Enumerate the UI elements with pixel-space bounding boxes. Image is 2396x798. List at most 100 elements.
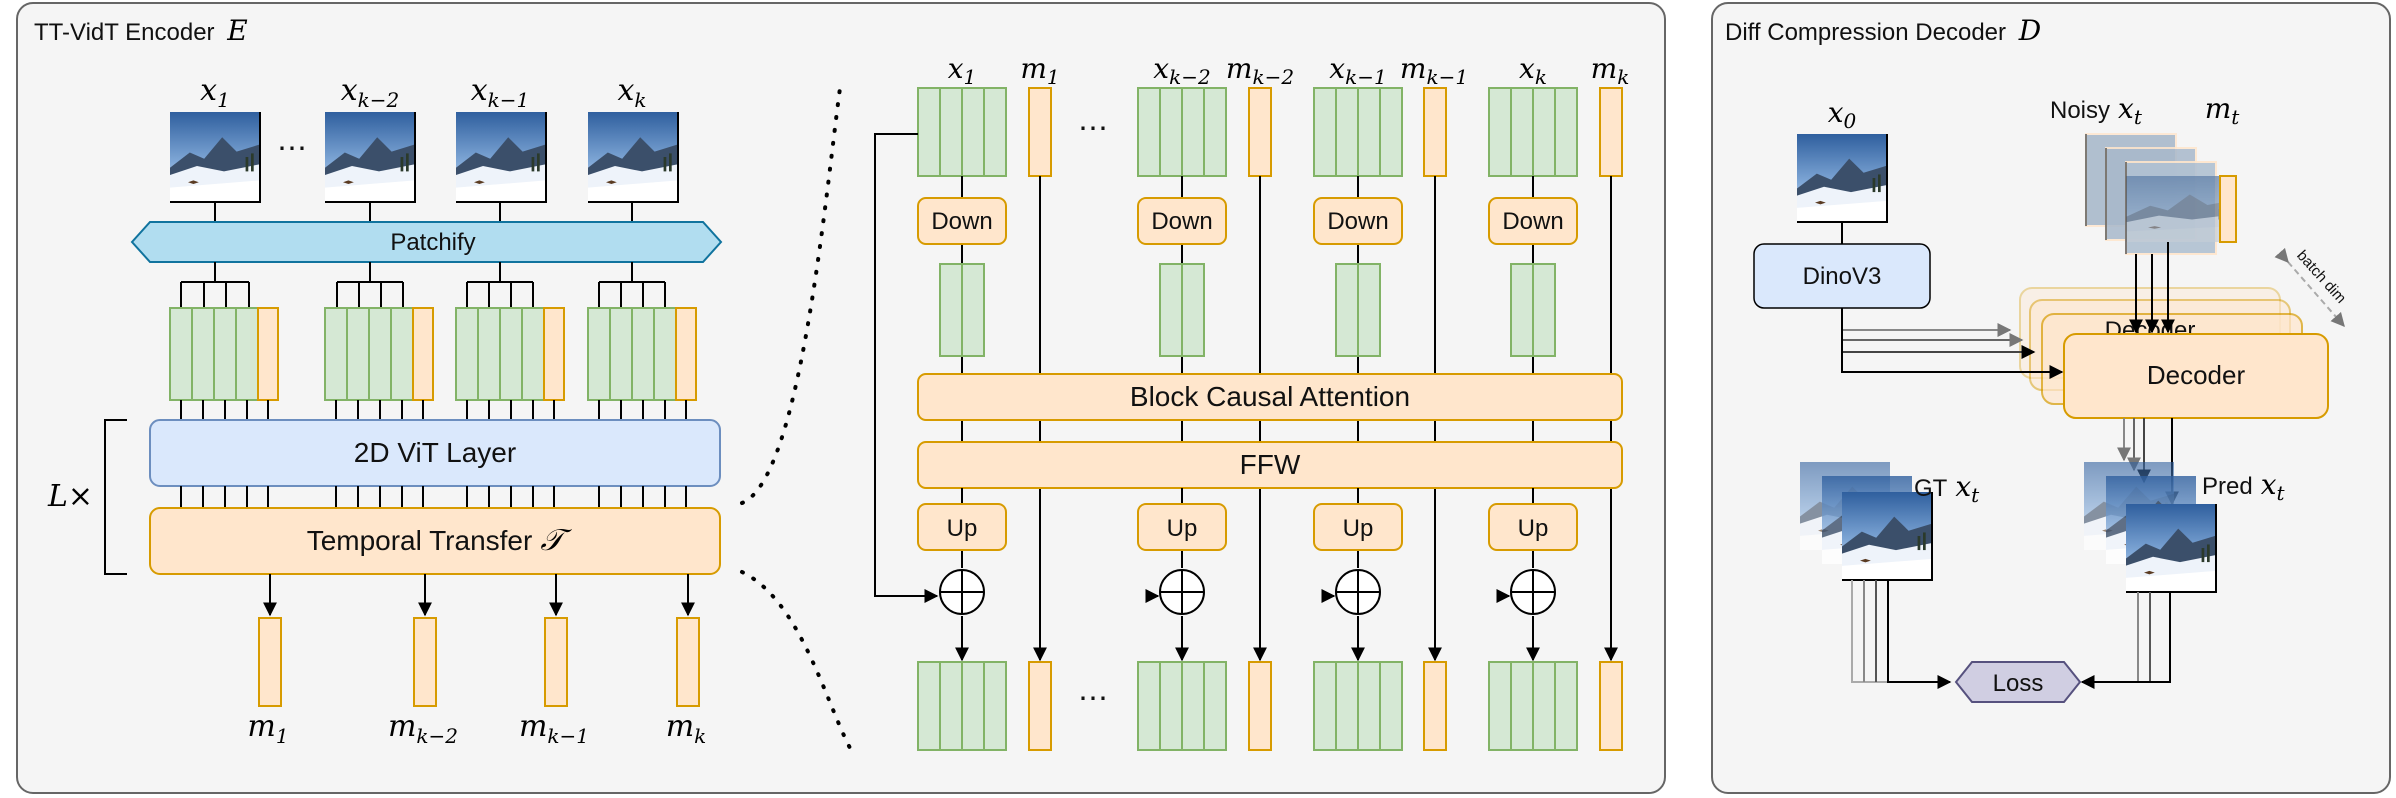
add-icon bbox=[1335, 569, 1381, 615]
encoder-panel bbox=[16, 2, 1666, 794]
encoder-panel-title: TT-VidT Encoder E bbox=[34, 14, 248, 47]
output-memory-token bbox=[1248, 661, 1272, 751]
patchify-label: Patchify bbox=[390, 229, 475, 256]
output-memory-token bbox=[413, 617, 437, 707]
output-label: mk bbox=[666, 709, 707, 748]
ffw-block: FFW bbox=[917, 441, 1623, 489]
loss-block: Loss bbox=[1954, 661, 2082, 703]
video-frame-image bbox=[170, 112, 260, 202]
block-causal-attention: Block Causal Attention bbox=[917, 373, 1623, 421]
token-group bbox=[587, 307, 677, 401]
repeat-bracket: L× bbox=[47, 419, 127, 575]
frame-label: xk−1 bbox=[471, 73, 530, 112]
patch-brackets bbox=[180, 262, 666, 308]
down-label: Down bbox=[1151, 208, 1212, 235]
up-blocks: Up Up Up Up bbox=[917, 503, 1578, 551]
detail-m-label: mk−2 bbox=[1226, 52, 1294, 89]
zoom-connector-top bbox=[740, 86, 842, 505]
residual-connection bbox=[874, 133, 939, 603]
gt-frame-image bbox=[1842, 492, 1932, 580]
detail-labels: x1 m1 xk−2 mk−2 xk−1 mk−1 xk mk bbox=[948, 52, 1630, 89]
video-frame-image bbox=[456, 112, 546, 202]
detail-x-label: x1 bbox=[948, 52, 977, 89]
input-memory-token bbox=[1599, 87, 1623, 177]
decoder-label: Decoder bbox=[2147, 360, 2246, 390]
ffw-label: FFW bbox=[1240, 449, 1301, 480]
up-label: Up bbox=[1343, 515, 1374, 542]
output-label: m1 bbox=[247, 709, 288, 748]
down-label: Down bbox=[931, 208, 992, 235]
vit-layer-label: 2D ViT Layer bbox=[354, 437, 516, 468]
output-memory-token bbox=[1028, 661, 1052, 751]
detail-input-tokens bbox=[917, 87, 1623, 177]
patchify-block: Patchify bbox=[130, 221, 723, 263]
decoder-panel-title: Diff Compression Decoder D bbox=[1725, 14, 2041, 47]
attention-label: Block Causal Attention bbox=[1130, 381, 1410, 412]
input-token-group bbox=[1137, 87, 1227, 177]
input-memory-token bbox=[1423, 87, 1447, 177]
detail-output-tokens bbox=[917, 661, 1623, 751]
output-memory-token bbox=[544, 617, 568, 707]
frames-ellipsis: ⋯ bbox=[277, 132, 307, 165]
noisy-memory-token bbox=[2219, 175, 2237, 243]
up-label: Up bbox=[1167, 515, 1198, 542]
loss-label: Loss bbox=[1993, 670, 2044, 697]
pred-frame-image bbox=[2126, 504, 2216, 592]
gt-frame-stack bbox=[1800, 462, 1933, 581]
output-memory-token bbox=[258, 617, 282, 707]
dinov3-label: DinoV3 bbox=[1803, 263, 1882, 290]
detail-x-label: xk bbox=[1519, 52, 1547, 89]
encoder-frame-labels: x1 xk−2 xk−1 xk bbox=[200, 73, 646, 112]
detail-m-label: m1 bbox=[1020, 52, 1059, 89]
detail-bottom-ellipsis: ⋯ bbox=[1078, 682, 1108, 715]
output-memory-token bbox=[1599, 661, 1623, 751]
input-frame-image bbox=[1797, 134, 1887, 222]
decoder-input-label: x0 bbox=[1828, 96, 1857, 133]
input-token-group bbox=[1313, 87, 1403, 177]
dinov3-block: DinoV3 bbox=[1753, 243, 1931, 309]
output-memory-token bbox=[1423, 661, 1447, 751]
memory-token bbox=[257, 307, 279, 401]
up-label: Up bbox=[947, 515, 978, 542]
down-blocks: Down Down Down Down bbox=[917, 197, 1578, 245]
input-memory-token bbox=[1028, 87, 1052, 177]
encoder-token-groups bbox=[169, 307, 697, 401]
memory-token bbox=[412, 307, 434, 401]
noisy-frame-stack bbox=[2085, 133, 2237, 255]
zoom-connector-bottom bbox=[740, 570, 852, 750]
detail-top-ellipsis: ⋯ bbox=[1078, 112, 1108, 145]
feature-arrows bbox=[1841, 308, 2064, 379]
encoder-output-labels: m1 mk−2 mk−1 mk bbox=[247, 709, 706, 748]
repeat-label: L× bbox=[47, 479, 93, 514]
detail-m-label: mk−1 bbox=[1400, 52, 1468, 89]
input-memory-token bbox=[1248, 87, 1272, 177]
up-label: Up bbox=[1518, 515, 1549, 542]
noisy-memory-label: mt bbox=[2205, 92, 2241, 129]
detail-m-label: mk bbox=[1591, 52, 1630, 89]
down-label: Down bbox=[1502, 208, 1563, 235]
memory-token bbox=[543, 307, 565, 401]
frame-label: xk−2 bbox=[341, 73, 400, 112]
memory-token bbox=[675, 307, 697, 401]
video-frame-image bbox=[325, 112, 415, 202]
video-frame-image bbox=[588, 112, 678, 202]
frame-label: xk bbox=[617, 73, 646, 112]
token-group bbox=[324, 307, 414, 401]
token-group bbox=[169, 307, 259, 401]
encoder-frames bbox=[170, 112, 679, 203]
add-icon bbox=[1159, 569, 1205, 615]
downsampled-tokens bbox=[939, 263, 1556, 357]
detail-x-label: xk−1 bbox=[1329, 52, 1386, 89]
input-token-group bbox=[917, 87, 1007, 177]
input-token-group bbox=[1488, 87, 1578, 177]
frame-label: x1 bbox=[200, 73, 230, 112]
output-label: mk−2 bbox=[388, 709, 458, 748]
pred-frame-stack bbox=[2084, 462, 2217, 593]
add-nodes bbox=[939, 569, 1556, 615]
output-label: mk−1 bbox=[519, 709, 589, 748]
encoder-output-tokens bbox=[258, 617, 700, 707]
